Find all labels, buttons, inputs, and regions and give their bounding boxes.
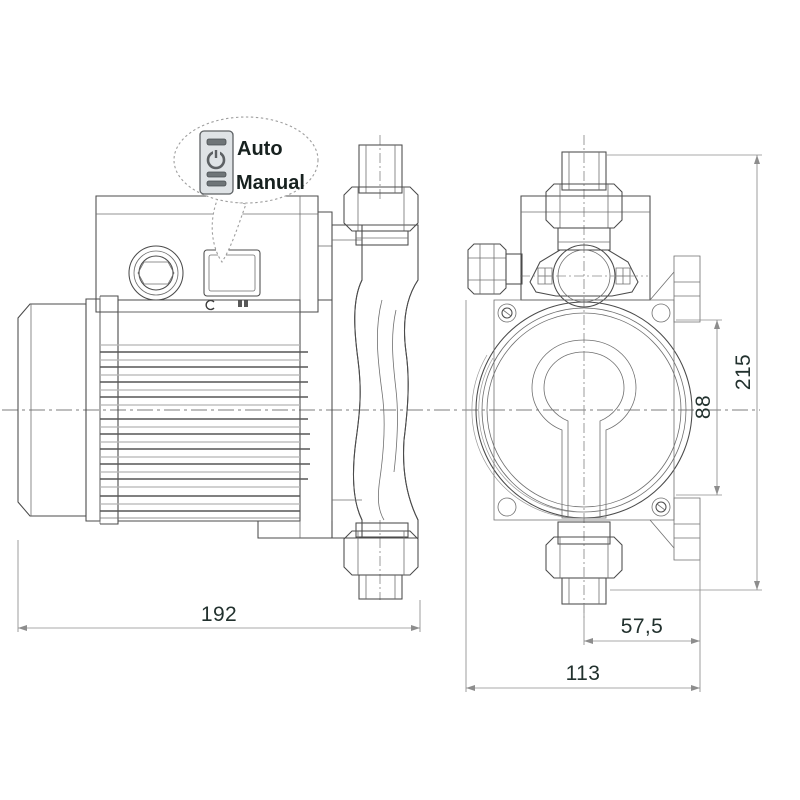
dimension-label-192: 192 [201, 603, 237, 626]
dimension-overall-width: 113 [465, 300, 701, 692]
dimension-label-113: 113 [566, 662, 601, 685]
pump-volute-housing-side [331, 224, 419, 539]
rocker-switch-icon [199, 130, 234, 195]
dimension-flange-offset: 57,5 [583, 520, 701, 645]
motor-cooling-fins [100, 344, 310, 519]
top-pipe-union-side [343, 144, 419, 246]
auto-symbol-icon [206, 149, 226, 170]
bottom-pipe-union-side [343, 522, 419, 600]
front-elevation-view [467, 151, 701, 605]
side-elevation-view [17, 144, 419, 600]
mode-switch[interactable] [203, 249, 261, 297]
dimension-overall-length: 192 [17, 540, 421, 632]
switch-markings [205, 299, 248, 311]
callout-label-manual: Manual [236, 172, 305, 194]
side-plug-nut [467, 243, 523, 295]
dimension-label-57-5: 57,5 [621, 615, 663, 638]
motor-foot [257, 521, 333, 539]
motor-body [117, 299, 301, 522]
dimension-port-centers: 88 [676, 319, 722, 496]
dimension-label-215: 215 [732, 354, 755, 390]
dimension-label-88: 88 [692, 395, 715, 419]
bolt-head-bottom-right [655, 501, 667, 513]
centerlines [2, 135, 760, 620]
volute-casing [471, 301, 693, 519]
bolt-head-top-left [501, 307, 513, 319]
dimension-overall-height: 215 [606, 154, 762, 591]
callout-label-auto: Auto [237, 138, 283, 160]
switch-mode-callout: Auto Manual [173, 116, 319, 263]
cable-gland [128, 245, 184, 301]
